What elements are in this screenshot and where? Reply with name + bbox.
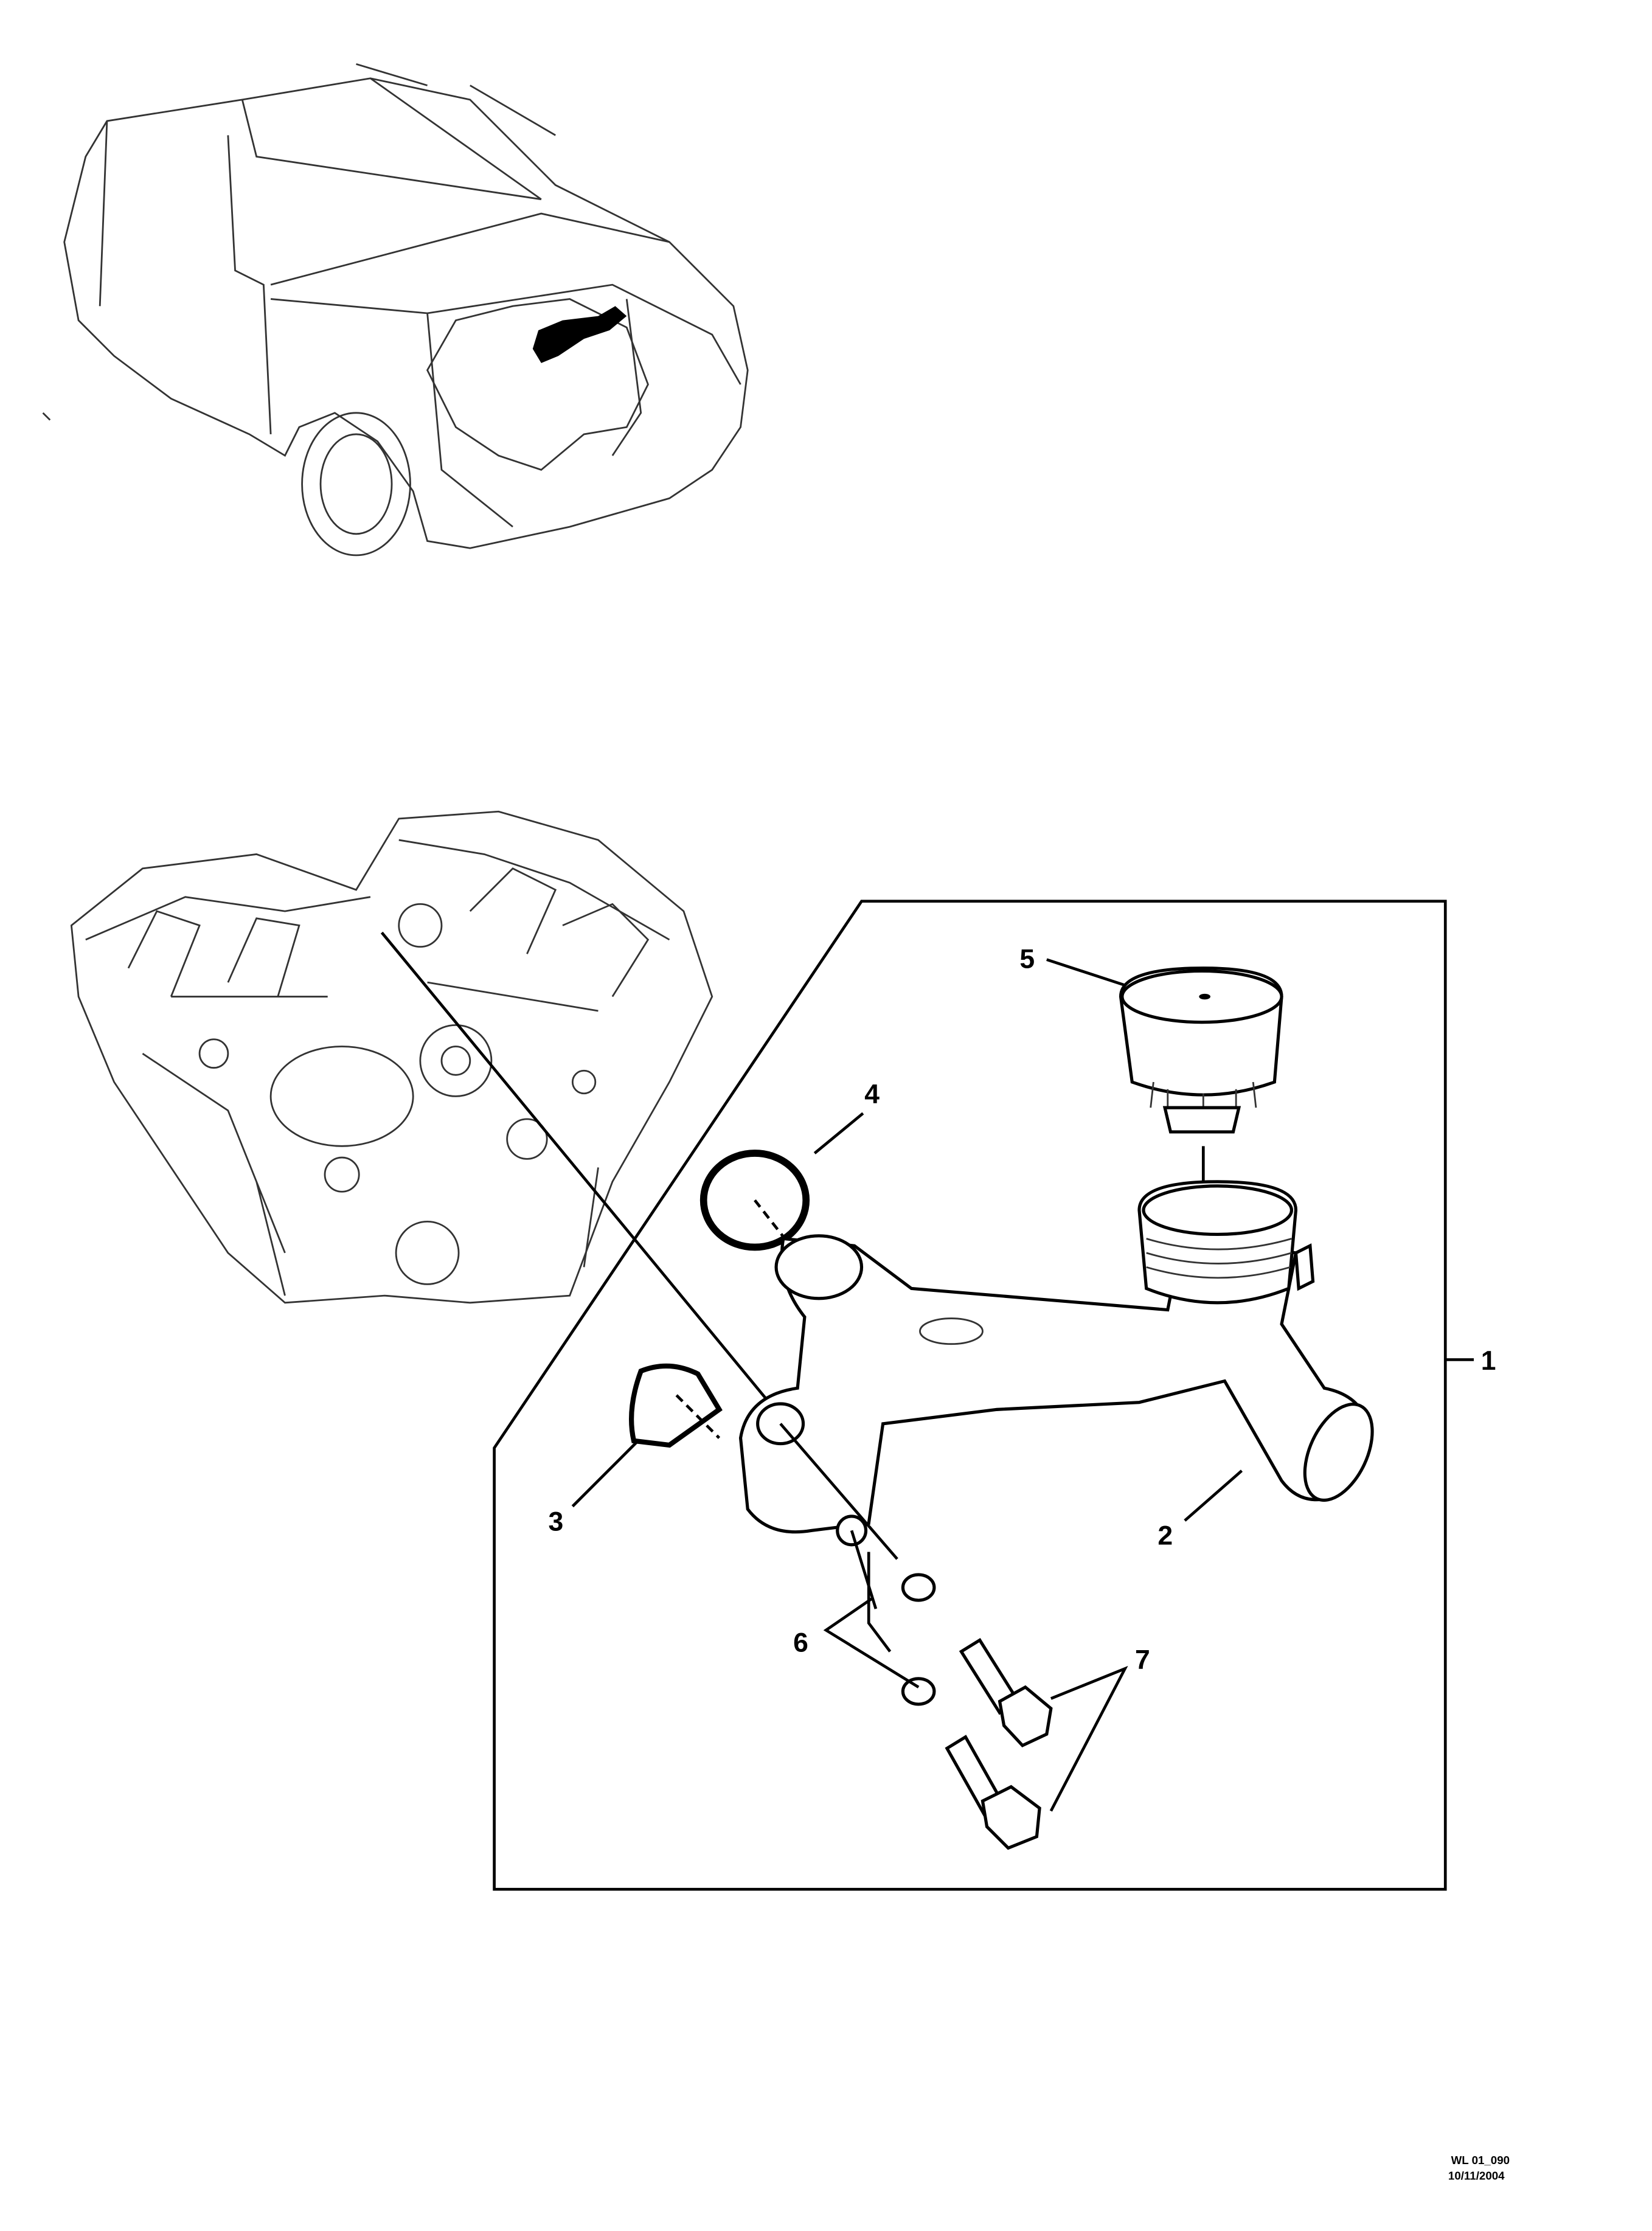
callout-5: 5	[1019, 945, 1035, 974]
reference-date: 10/11/2004	[1448, 2170, 1505, 2182]
engine-illustration	[70, 810, 713, 1304]
callout-2: 2	[1157, 1521, 1173, 1551]
vehicle-locator-illustration	[42, 63, 749, 557]
coolant-outlet-housing	[738, 1180, 1374, 1547]
reference-code: WL 01_090	[1451, 2154, 1510, 2167]
washer	[901, 1573, 936, 1602]
callout-1: 1	[1481, 1346, 1496, 1376]
highlighted-part-icon	[532, 306, 627, 363]
gasket	[629, 1363, 723, 1448]
callout-3: 3	[549, 1507, 564, 1536]
washer	[901, 1677, 936, 1706]
o-ring	[699, 1150, 810, 1251]
filler-cap	[1119, 966, 1283, 1134]
assembly-boundary	[493, 900, 1447, 1891]
bolt	[945, 1735, 1041, 1850]
bolt	[959, 1638, 1053, 1747]
location-leader-line	[380, 931, 771, 1404]
callout-4: 4	[864, 1080, 880, 1109]
callout-7: 7	[1135, 1645, 1150, 1674]
callout-6: 6	[793, 1628, 808, 1657]
